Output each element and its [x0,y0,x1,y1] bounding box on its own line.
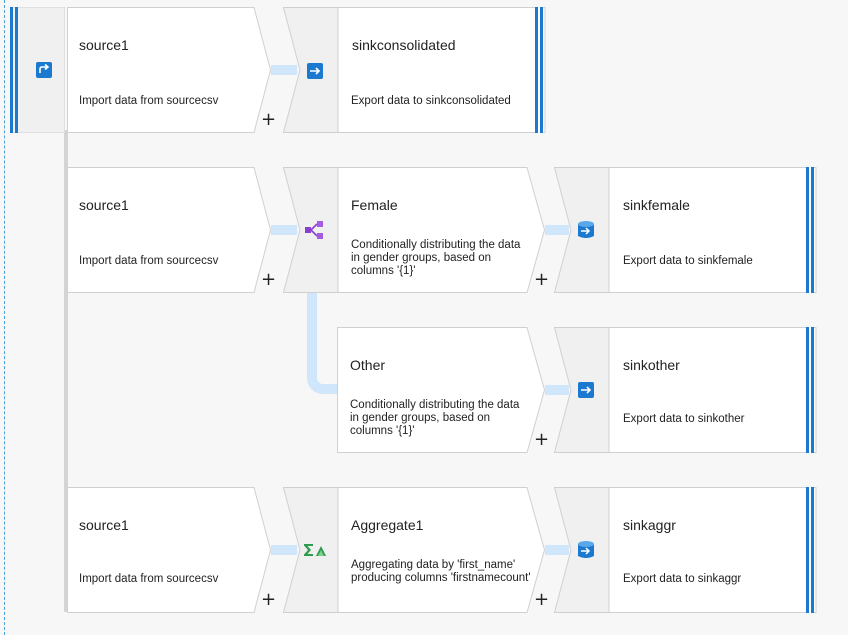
sink-end-bar [806,487,814,613]
source-description: Import data from sourcecsv [79,573,219,585]
sink-node[interactable]: sinkfemale Export data to sinkfemale [553,167,817,293]
transform-title: Female [351,197,398,213]
conditional-split-icon [304,220,324,245]
source-title: source1 [79,517,129,533]
connector-line [545,385,569,395]
stream-start-node[interactable] [9,6,66,134]
transform-description: Conditionally distributing the data in g… [351,239,521,277]
source-title: source1 [79,197,129,213]
branch-description: Conditionally distributing the data in g… [350,399,520,437]
sink-node[interactable]: sinkconsolidated Export data to sinkcons… [282,7,546,133]
sink-title: sinkaggr [623,517,676,533]
sink-description: Export data to sinkother [623,413,745,425]
sink-title: sinkfemale [623,197,690,213]
connector-line [271,225,297,235]
connector-line [271,545,297,555]
branch-connector-line [307,293,317,373]
add-transform-button[interactable]: + [534,269,550,290]
connector-line [545,225,569,235]
add-transform-button[interactable]: + [534,429,550,450]
sink-description: Export data to sinkfemale [623,255,753,267]
connector-line [545,545,569,555]
connector-line [271,65,297,75]
source-description: Import data from sourcecsv [79,95,219,107]
add-transform-button[interactable]: + [261,109,277,130]
source-node[interactable]: source1 Import data from sourcecsv + [67,7,276,133]
add-transform-button[interactable]: + [261,269,277,290]
sink-database-icon [577,220,595,245]
source-title: source1 [79,37,129,53]
sink-title: sinkother [623,357,680,373]
source-stream-icon [35,61,53,84]
source-node[interactable]: source1 Import data from sourcecsv + [67,167,276,293]
transform-description: Aggregating data by 'first_name' produci… [351,559,531,584]
canvas-border [4,0,5,635]
add-transform-button[interactable]: + [534,589,550,610]
sink-description: Export data to sinkaggr [623,573,742,585]
sink-arrow-icon [577,381,595,404]
sink-node[interactable]: sinkaggr Export data to sinkaggr [553,487,817,613]
branch-connector-corner [307,360,341,394]
aggregate-sigma-icon [303,542,327,563]
sink-database-icon [577,540,595,565]
transform-title: Aggregate1 [351,517,424,533]
flow-trunk-line [64,130,68,612]
sink-end-bar [806,327,814,453]
source-description: Import data from sourcecsv [79,255,219,267]
sink-end-bar [535,7,543,133]
sink-arrow-icon [306,62,324,85]
sink-node[interactable]: sinkother Export data to sinkother [553,327,817,453]
sink-description: Export data to sinkconsolidated [351,95,511,107]
sink-title: sinkconsolidated [352,37,456,53]
conditional-split-node[interactable]: Female Conditionally distributing the da… [282,167,549,293]
branch-title: Other [350,357,386,373]
sink-end-bar [806,167,814,293]
conditional-branch-node[interactable]: Other Conditionally distributing the dat… [337,327,549,453]
source-node[interactable]: source1 Import data from sourcecsv + [67,487,276,613]
add-transform-button[interactable]: + [261,589,277,610]
aggregate-node[interactable]: Aggregate1 Aggregating data by 'first_na… [282,487,549,613]
